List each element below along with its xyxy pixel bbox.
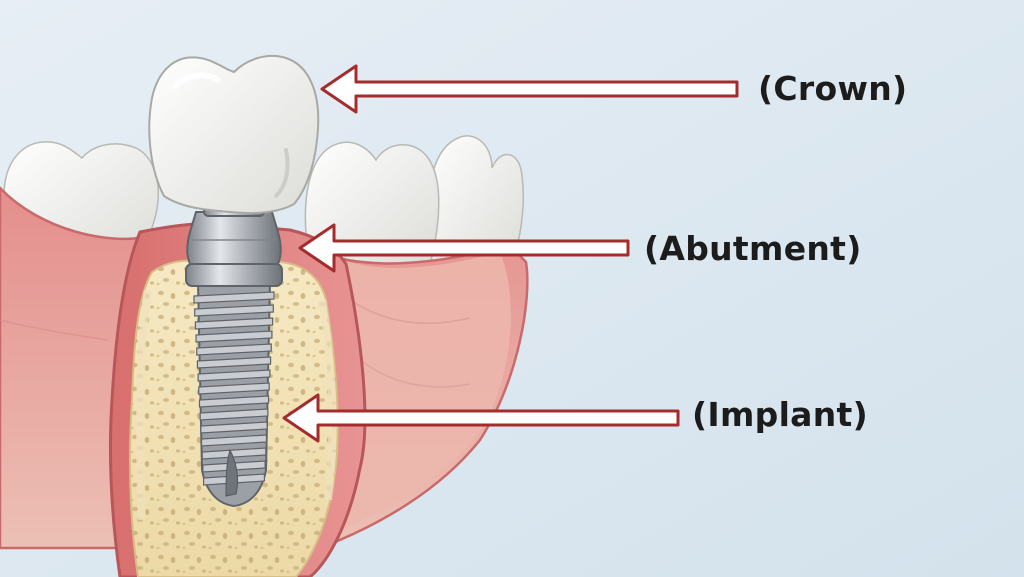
label-crown: (Crown)	[758, 69, 908, 108]
implant-thread	[193, 291, 275, 304]
label-abutment: (Abutment)	[644, 229, 862, 268]
implant-screw	[193, 281, 275, 508]
back-teeth-right	[304, 135, 525, 267]
implant-thread	[198, 382, 270, 395]
arrows	[282, 64, 739, 443]
implant-thread	[197, 369, 271, 382]
implant-thread	[200, 434, 268, 447]
implant-thread	[196, 343, 272, 356]
implant-thread	[198, 395, 270, 408]
crown	[148, 54, 320, 215]
implant-thread	[199, 408, 269, 421]
arrow-crown	[320, 64, 739, 114]
implant-thread	[195, 330, 273, 343]
implant-thread	[200, 421, 268, 434]
implant-thread	[194, 317, 274, 330]
implant-thread	[194, 304, 274, 317]
implant-thread	[196, 356, 272, 369]
arrow-abutment	[298, 223, 630, 273]
implant-thread	[201, 447, 267, 460]
label-implant: (Implant)	[692, 395, 868, 434]
arrow-implant	[282, 393, 680, 443]
